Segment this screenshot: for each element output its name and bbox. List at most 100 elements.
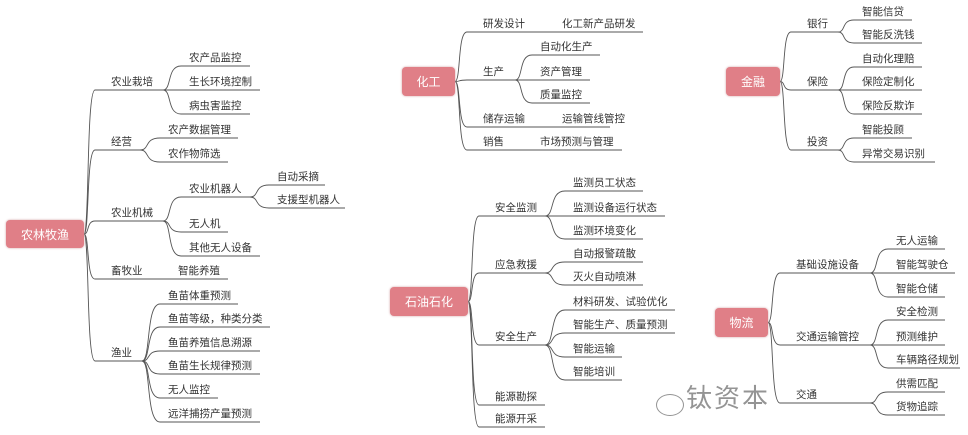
subtopic[interactable]: 智能仓储 <box>896 283 938 295</box>
root-topic[interactable]: 农林牧渔 <box>6 220 84 248</box>
subtopic[interactable]: 智能投顾 <box>862 124 904 136</box>
branch-connector <box>162 220 228 233</box>
root-topic[interactable]: 化工 <box>402 67 455 96</box>
root-topic[interactable]: 物流 <box>715 308 768 337</box>
branch-topic[interactable]: 基础设施设备 <box>796 259 859 271</box>
branch-topic[interactable]: 研发设计 <box>483 18 525 30</box>
subtopic[interactable]: 鱼苗养殖信息溯源 <box>168 337 252 349</box>
branch-connector <box>162 65 250 91</box>
branch-connector <box>139 137 238 151</box>
branch-connector <box>544 190 643 217</box>
branch-connector <box>83 233 228 280</box>
branch-connector <box>544 215 643 240</box>
root-topic[interactable]: 石油石化 <box>390 287 468 316</box>
subtopic[interactable]: 监测环境变化 <box>573 225 636 237</box>
branch-connector <box>869 272 945 298</box>
subtopic[interactable]: 自动化理赔 <box>862 53 915 65</box>
subtopic[interactable]: 智能反洗钱 <box>862 29 915 41</box>
subtopic[interactable]: 鱼苗体重预测 <box>168 290 231 302</box>
subtopic[interactable]: 材料研发、试验优化 <box>573 296 668 308</box>
subtopic[interactable]: 供需匹配 <box>896 378 938 390</box>
subtopic[interactable]: 鱼苗生长规律预测 <box>168 360 252 372</box>
subtopic[interactable]: 自动采摘 <box>277 171 319 183</box>
branch-connector <box>837 66 922 91</box>
branch-connector <box>162 89 250 115</box>
subtopic[interactable]: 化工新产品研发 <box>562 18 636 30</box>
branch-topic[interactable]: 安全生产 <box>495 331 537 343</box>
branch-connector <box>779 81 838 151</box>
subtopic[interactable]: 保险反欺诈 <box>862 100 915 112</box>
subtopic[interactable]: 自动化生产 <box>540 41 593 53</box>
branch-topic[interactable]: 农业栽培 <box>111 76 153 88</box>
branch-topic[interactable]: 交通 <box>796 389 817 401</box>
subtopic[interactable]: 无人机 <box>189 218 221 230</box>
branch-connector <box>141 326 270 362</box>
subtopic[interactable]: 监测设备运行状态 <box>573 202 657 214</box>
branch-topic[interactable]: 交通运输管控 <box>796 331 859 343</box>
subtopic[interactable]: 保险定制化 <box>862 76 915 88</box>
branch-topic[interactable]: 投资 <box>807 136 828 148</box>
subtopic[interactable]: 远洋捕捞产量预测 <box>168 408 252 420</box>
subtopic[interactable]: 智能养殖 <box>178 265 220 277</box>
subtopic[interactable]: 生长环境控制 <box>189 76 252 88</box>
subtopic[interactable]: 智能运输 <box>573 343 615 355</box>
branch-topic[interactable]: 储存运输 <box>483 113 525 125</box>
subtopic[interactable]: 车辆路径规划 <box>896 354 959 366</box>
subtopic[interactable]: 自动报警疏散 <box>573 248 636 260</box>
subtopic[interactable]: 预测维护 <box>896 331 938 343</box>
subtopic[interactable]: 支援型机器人 <box>277 194 340 206</box>
branch-topic[interactable]: 保险 <box>807 76 828 88</box>
branch-topic[interactable]: 畜牧业 <box>111 265 143 277</box>
subtopic[interactable]: 异常交易识别 <box>862 148 925 160</box>
subtopic[interactable]: 智能生产、质量预测 <box>573 319 668 331</box>
subtopic[interactable]: 农业机器人 <box>189 183 242 195</box>
subtopic[interactable]: 市场预测与管理 <box>540 136 614 148</box>
branch-connector <box>544 344 622 381</box>
branch-topic[interactable]: 安全监测 <box>495 202 537 214</box>
subtopic[interactable]: 农产品监控 <box>189 52 242 64</box>
branch-connector <box>837 19 912 33</box>
branch-connector <box>837 137 912 151</box>
branch-topic[interactable]: 能源开采 <box>495 413 537 425</box>
branch-topic[interactable]: 生产 <box>483 66 504 78</box>
subtopic[interactable]: 农作物筛选 <box>168 148 221 160</box>
root-topic[interactable]: 金融 <box>726 67 780 96</box>
subtopic[interactable]: 资产管理 <box>540 66 582 78</box>
branch-topic[interactable]: 农业机械 <box>111 207 153 219</box>
branch-connector <box>83 233 142 362</box>
branch-connector <box>544 261 643 274</box>
subtopic[interactable]: 监测员工状态 <box>573 177 636 189</box>
subtopic[interactable]: 无人监控 <box>168 384 210 396</box>
branch-topic[interactable]: 渔业 <box>111 347 132 359</box>
subtopic[interactable]: 智能培训 <box>573 366 615 378</box>
branch-connector <box>249 184 325 198</box>
subtopic[interactable]: 灭火自动喷淋 <box>573 271 636 283</box>
branch-topic[interactable]: 应急救援 <box>495 259 537 271</box>
subtopic[interactable]: 智能信贷 <box>862 6 904 18</box>
subtopic[interactable]: 质量监控 <box>540 89 582 101</box>
branch-topic[interactable]: 银行 <box>807 18 828 30</box>
branch-topic[interactable]: 经营 <box>111 136 132 148</box>
branch-topic[interactable]: 能源勘探 <box>495 391 537 403</box>
branch-connector <box>454 81 622 151</box>
branch-connector <box>869 344 960 369</box>
subtopic[interactable]: 其他无人设备 <box>189 242 252 254</box>
watermark: 钛资本 <box>686 384 771 414</box>
branch-connector <box>767 322 870 346</box>
subtopic[interactable]: 安全检测 <box>896 306 938 318</box>
branch-connector <box>83 149 140 235</box>
branch-connector <box>869 391 945 404</box>
branch-connector <box>837 31 922 44</box>
branch-connector <box>544 309 675 346</box>
branch-connector <box>869 248 945 274</box>
subtopic[interactable]: 鱼苗等级，种类分类 <box>168 313 263 325</box>
subtopic[interactable]: 无人运输 <box>896 235 938 247</box>
branch-topic[interactable]: 销售 <box>483 136 504 148</box>
branch-connector <box>83 220 163 235</box>
subtopic[interactable]: 智能驾驶仓 <box>896 259 949 271</box>
subtopic[interactable]: 病虫害监控 <box>189 100 242 112</box>
subtopic[interactable]: 货物追踪 <box>896 401 938 413</box>
subtopic[interactable]: 运输管线管控 <box>562 113 625 125</box>
subtopic[interactable]: 农产数据管理 <box>168 124 231 136</box>
